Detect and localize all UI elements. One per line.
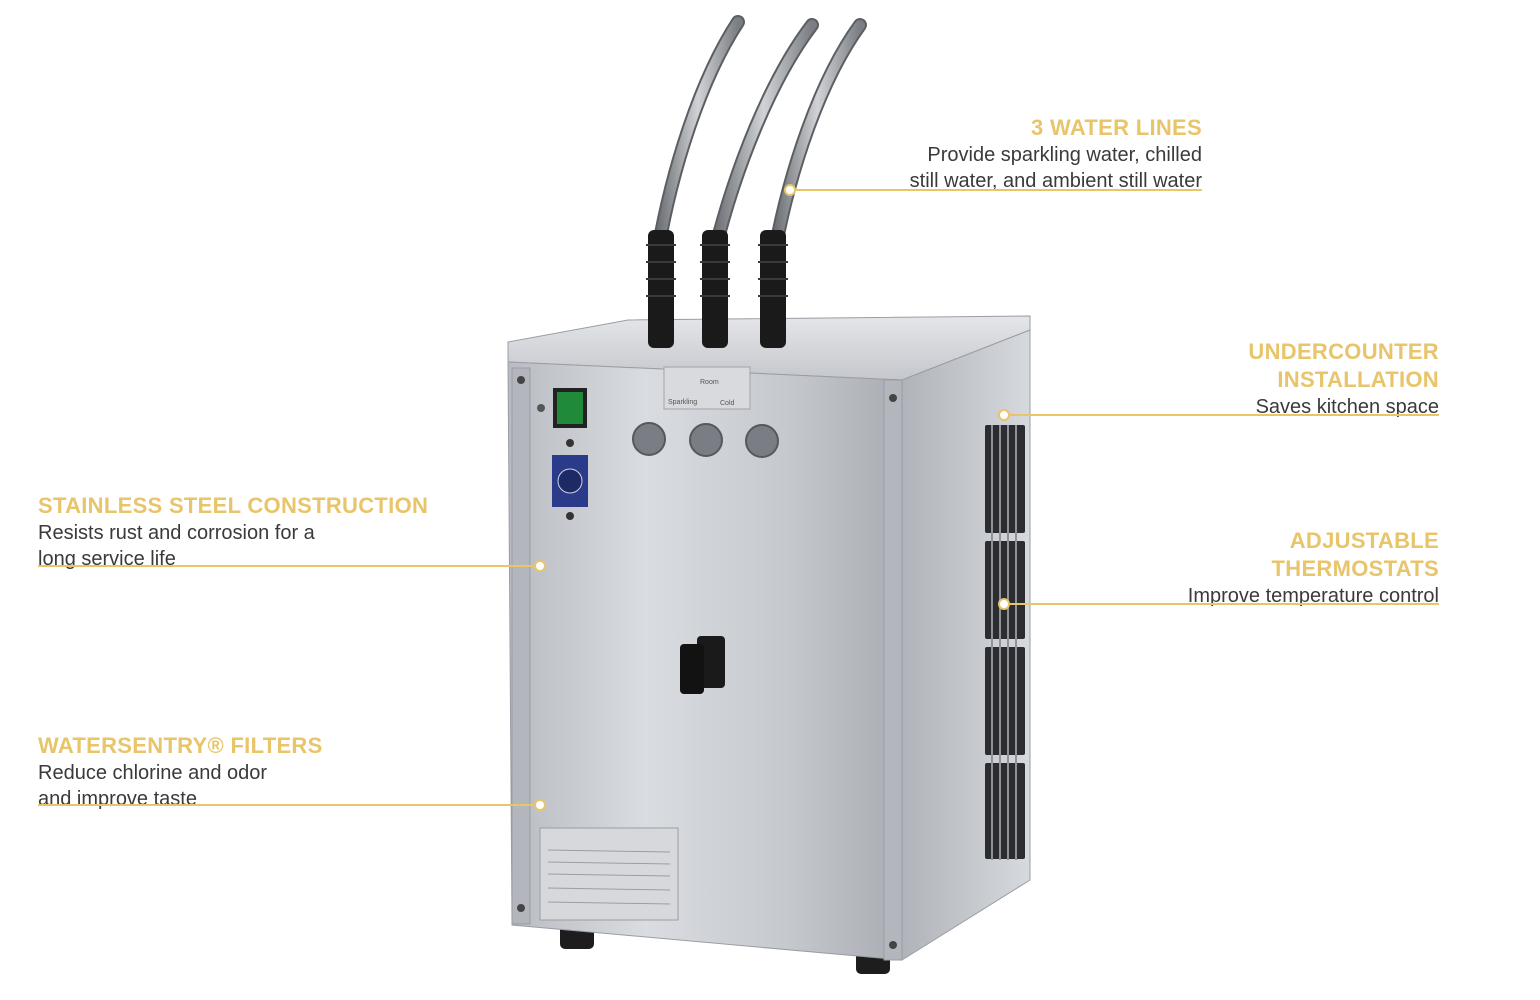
panel-label-cold: Cold: [720, 400, 735, 407]
callout-filters: WATERSENTRY® FILTERS Reduce chlorine and…: [38, 732, 458, 812]
adjust-knob-1: [632, 422, 666, 456]
callout-stainless-desc-1: Resists rust and corrosion for a: [38, 522, 315, 544]
panel-label-sparkling: Sparkling: [668, 399, 697, 406]
callout-undercounter-marker: [998, 409, 1010, 421]
callout-filters-leader: [38, 804, 534, 806]
callout-stainless-title: STAINLESS STEEL CONSTRUCTION: [38, 493, 429, 518]
adjust-knob-3: [745, 424, 779, 458]
callout-undercounter: UNDERCOUNTER INSTALLATION Saves kitchen …: [1140, 338, 1439, 420]
callout-undercounter-title-2: INSTALLATION: [1277, 367, 1439, 392]
adjust-knob-2: [689, 423, 723, 457]
callout-filters-desc-2: and improve taste: [38, 788, 197, 810]
callout-stainless-leader: [38, 565, 534, 567]
callout-filters-marker: [534, 799, 546, 811]
callout-filters-desc-1: Reduce chlorine and odor: [38, 762, 268, 784]
callout-thermostats-desc: Improve temperature control: [1187, 585, 1439, 607]
callout-thermostats-marker: [998, 598, 1010, 610]
callout-thermostats-title-1: ADJUSTABLE: [1289, 528, 1439, 553]
callout-water-lines-title: 3 WATER LINES: [1031, 115, 1202, 140]
callout-stainless-marker: [534, 560, 546, 572]
callout-water-lines-marker: [784, 184, 796, 196]
cabinet-side: [901, 329, 1031, 961]
panel-label-room: Room: [700, 379, 719, 386]
callout-stainless-desc-2: long service life: [38, 548, 176, 570]
callout-undercounter-leader: [1010, 414, 1439, 416]
water-tubes: [651, 15, 867, 257]
callout-undercounter-desc: Saves kitchen space: [1255, 396, 1439, 418]
callout-water-lines: 3 WATER LINES Provide sparkling water, c…: [860, 114, 1202, 194]
callout-undercounter-title-1: UNDERCOUNTER: [1248, 339, 1439, 364]
callout-filters-title: WATERSENTRY® FILTERS: [38, 733, 323, 758]
callout-water-lines-desc-1: Provide sparkling water, chilled: [927, 144, 1202, 166]
callout-thermostats-leader: [1010, 603, 1439, 605]
callout-thermostats: ADJUSTABLE THERMOSTATS Improve temperatu…: [1140, 527, 1439, 609]
strain-reliefs: [648, 230, 786, 348]
callout-thermostats-title-2: THERMOSTATS: [1271, 556, 1439, 581]
callout-water-lines-desc-2: still water, and ambient still water: [909, 170, 1202, 192]
callout-stainless: STAINLESS STEEL CONSTRUCTION Resists rus…: [38, 492, 458, 572]
callout-water-lines-leader: [796, 189, 1202, 191]
line-label-panel: [663, 366, 751, 410]
